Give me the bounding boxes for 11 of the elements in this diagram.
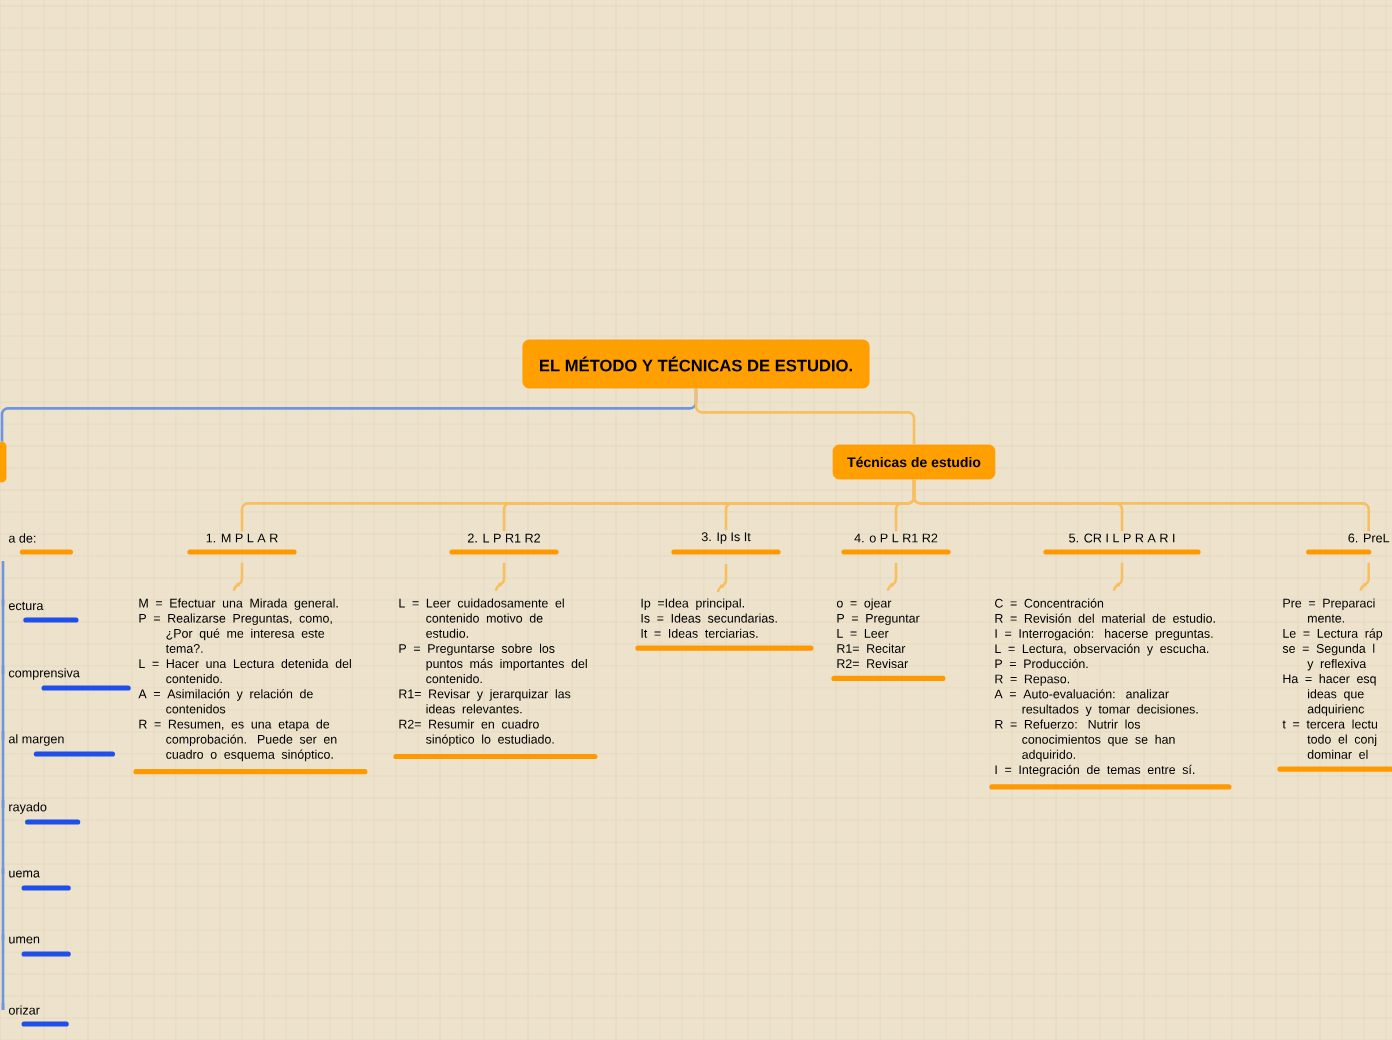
title-box: EL MÉTODO Y TÉCNICAS DE ESTUDIO. [522, 339, 870, 389]
connector-line [1359, 562, 1370, 592]
connector-line [1, 561, 5, 1010]
connector-line [716, 564, 728, 593]
connector-line [912, 479, 1370, 532]
connector-line [886, 562, 898, 592]
connector-line [1112, 562, 1124, 592]
connector-line [694, 388, 916, 445]
connector-line [494, 562, 506, 592]
connector-line [232, 562, 244, 592]
topic-box [0, 441, 7, 483]
